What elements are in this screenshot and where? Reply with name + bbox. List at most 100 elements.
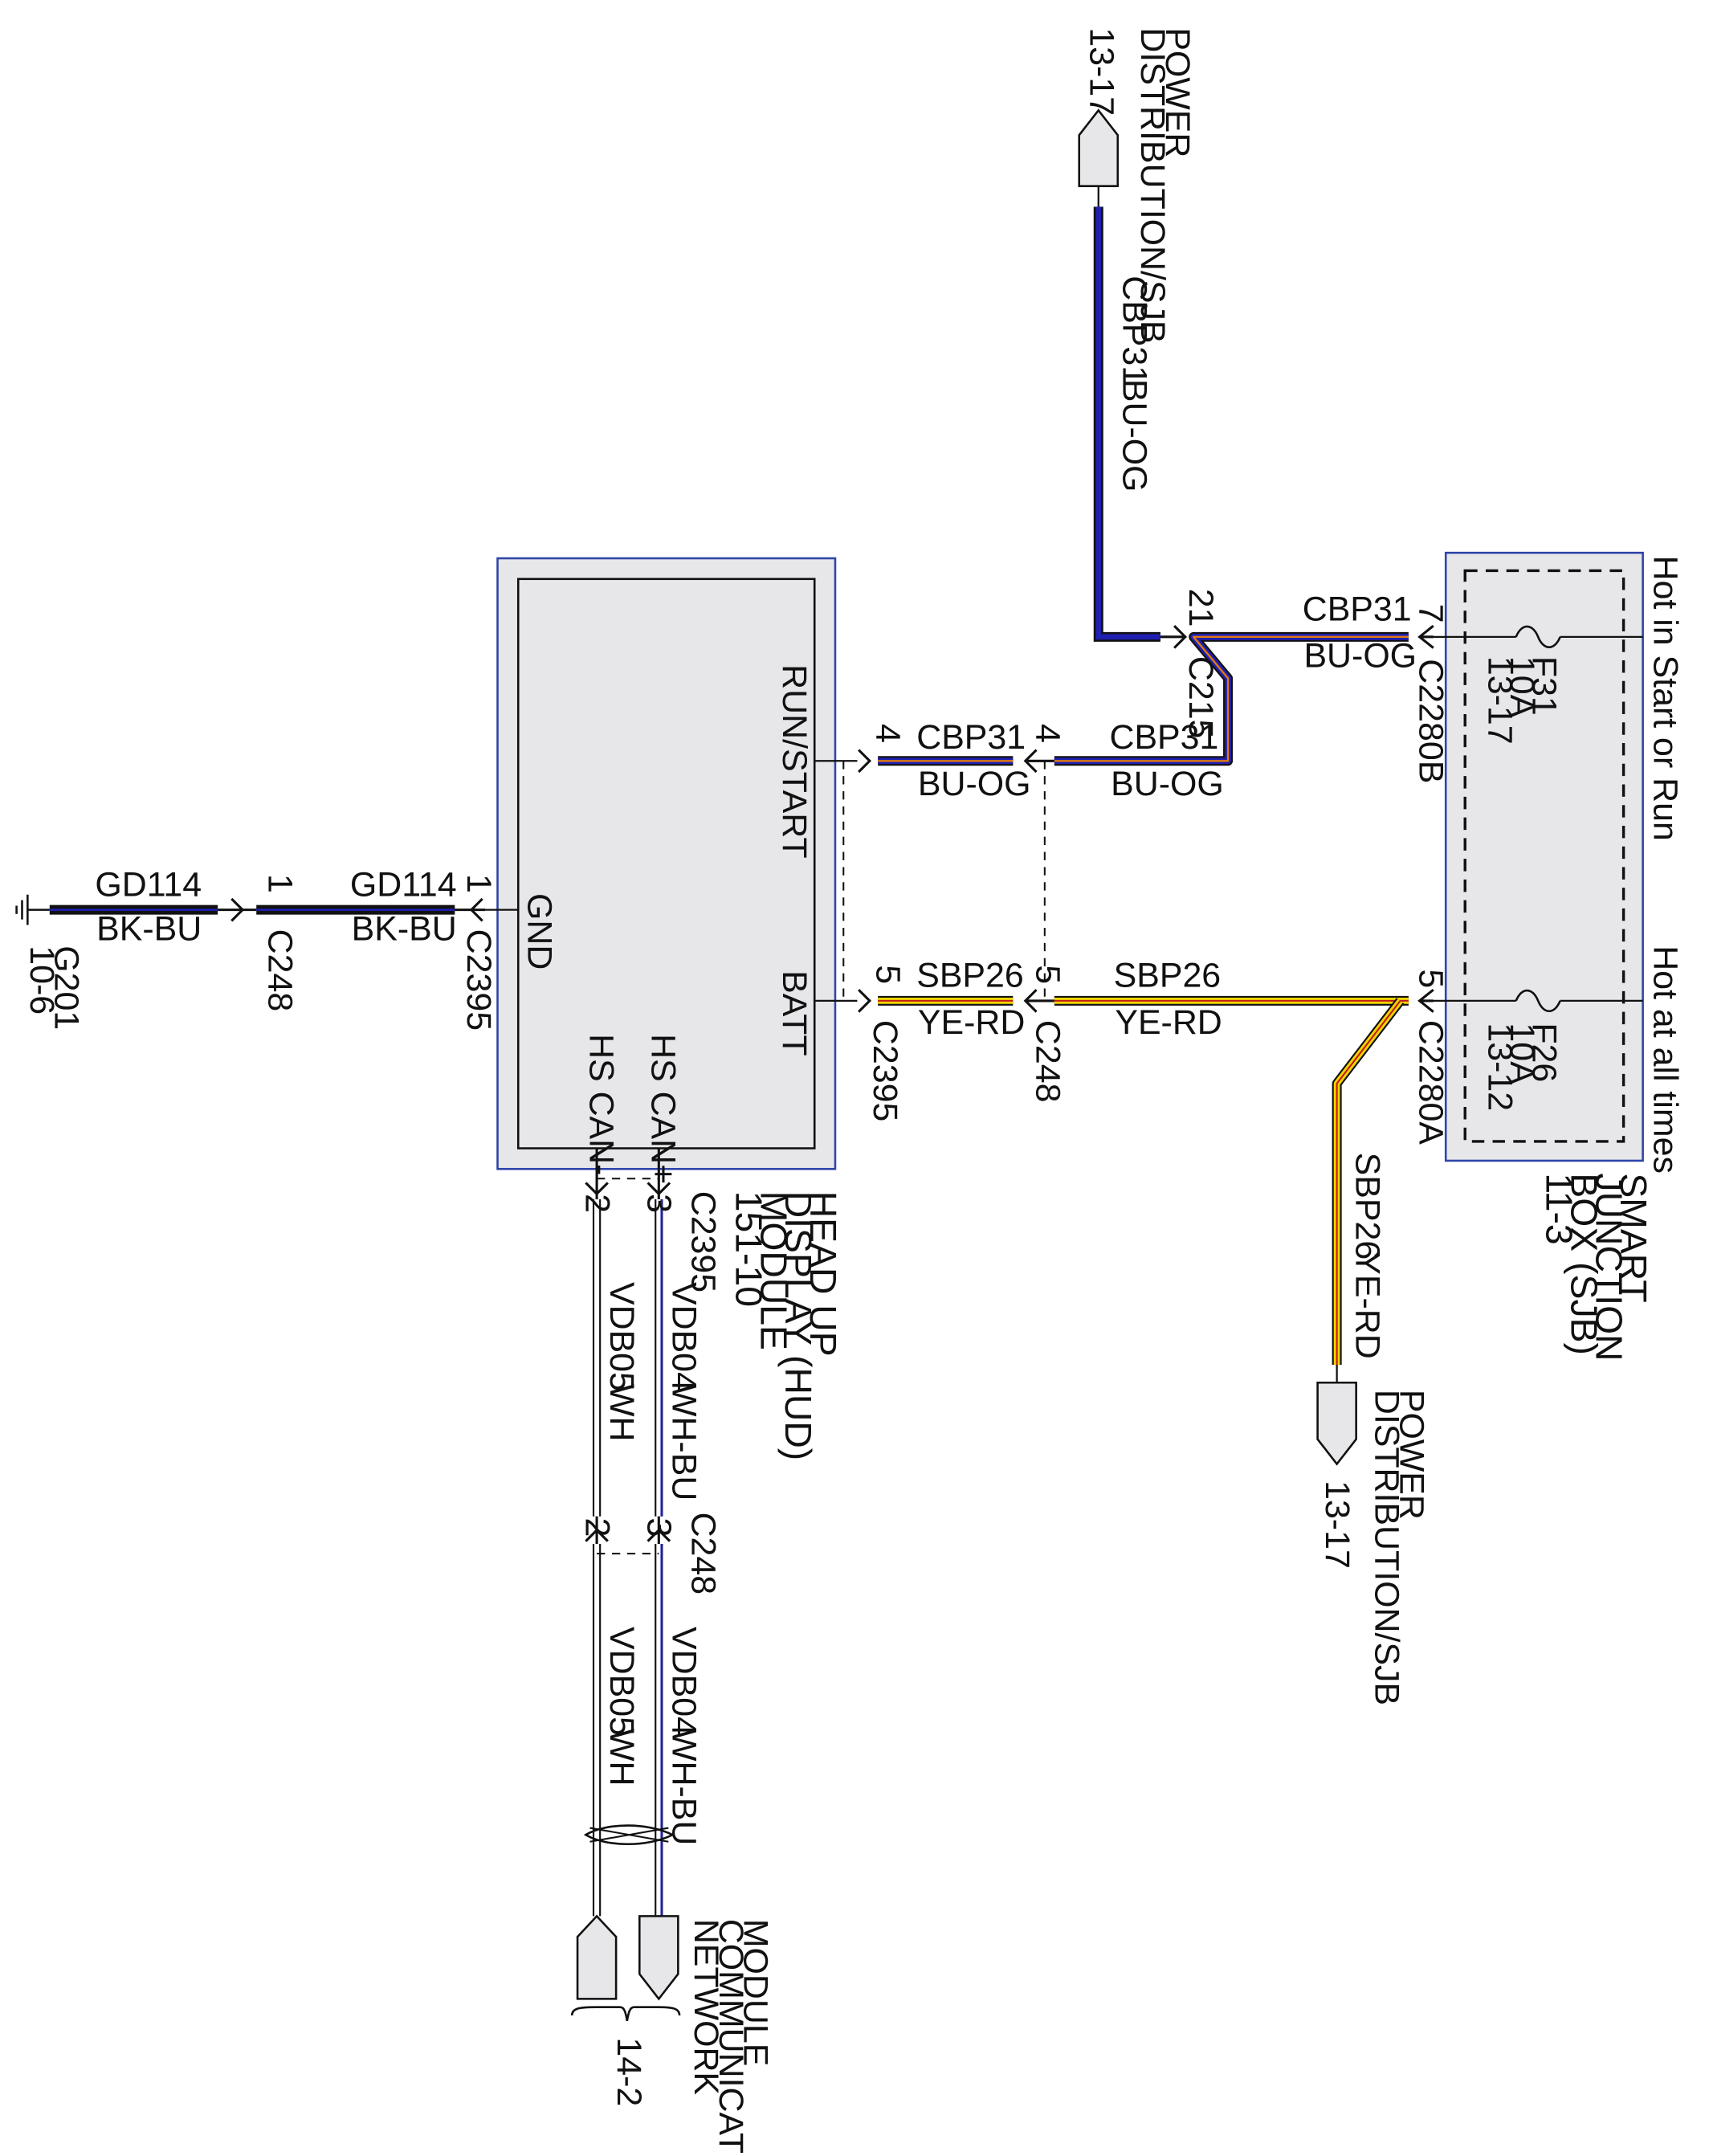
svg-text:NETWORK: NETWORK — [687, 1919, 725, 2096]
svg-text:CBP31: CBP31 — [916, 718, 1026, 757]
svg-text:C2280A: C2280A — [1412, 1020, 1450, 1145]
power-distribution-bottom-terminal[interactable]: POWER DISTRIBUTION/SJB 13-17 — [1316, 1381, 1431, 1705]
svg-text:YE-RD: YE-RD — [1115, 1003, 1222, 1042]
svg-text:BK-BU: BK-BU — [96, 909, 202, 948]
svg-text:C2395: C2395 — [866, 1020, 904, 1121]
svg-text:SBP26: SBP26 — [1114, 957, 1222, 995]
fuse-f31[interactable]: F31 10A 13-17 — [1422, 625, 1643, 745]
wire-vdb04[interactable] — [655, 1199, 663, 1917]
sjb-module-name: SMART JUNCTION BOX (SJB) 11-3 — [1538, 1173, 1654, 1361]
fuse-f31-ref: 13-17 — [1480, 656, 1519, 745]
svg-text:BU-OG: BU-OG — [1303, 637, 1417, 676]
svg-text:BU-OG: BU-OG — [918, 765, 1031, 803]
pin-numbers: 7 5 21 4 5 4 5 1 1 3 2 3 2 — [261, 589, 1450, 1537]
svg-text:VDB05: VDB05 — [602, 1282, 641, 1391]
svg-text:C248: C248 — [261, 929, 300, 1012]
svg-text:DISPLAY (HUD): DISPLAY (HUD) — [777, 1191, 819, 1461]
svg-text:G201: G201 — [47, 945, 86, 1030]
svg-text:YE-RD: YE-RD — [1348, 1252, 1387, 1358]
svg-text:VDB04: VDB04 — [664, 1282, 703, 1391]
twisted-pair-symbol — [583, 1824, 675, 1845]
pin-label-hs-can-minus: HS CAN- — [582, 1034, 621, 1175]
svg-text:CBP31: CBP31 — [1116, 276, 1154, 385]
svg-text:BOX (SJB): BOX (SJB) — [1563, 1173, 1605, 1355]
svg-text:1: 1 — [459, 874, 498, 893]
power-dist-top-ref: 13-17 — [1082, 27, 1120, 116]
svg-text:11-3: 11-3 — [1538, 1173, 1580, 1244]
svg-text:VDB05: VDB05 — [602, 1627, 641, 1736]
svg-text:3: 3 — [640, 1194, 679, 1213]
svg-text:4: 4 — [868, 724, 907, 743]
svg-text:4: 4 — [1029, 724, 1067, 743]
mcn-label: MODULE COMMUNICATIONS NETWORK 14-2 — [610, 1919, 775, 2156]
svg-text:C248: C248 — [1029, 1020, 1067, 1103]
power-dist-bottom-l1: POWER — [1393, 1390, 1431, 1520]
svg-text:3: 3 — [640, 1517, 679, 1537]
mcn-ref: 14-2 — [610, 2037, 648, 2106]
svg-text:5: 5 — [1412, 969, 1450, 988]
fuse-f26-name: F26 — [1524, 1023, 1563, 1082]
svg-text:CBP31: CBP31 — [1109, 718, 1218, 757]
svg-text:WH-BU: WH-BU — [664, 1729, 703, 1845]
pin-label-run-start: RUN/START — [775, 664, 814, 858]
pin-label-gnd: GND — [520, 893, 558, 970]
power-dist-bottom-ref: 13-17 — [1318, 1480, 1356, 1569]
mcn-bracket — [570, 2006, 681, 2022]
smart-junction-box[interactable]: Hot in Start or Run Hot at all times SMA… — [1444, 551, 1684, 1362]
svg-text:21: 21 — [1181, 589, 1220, 627]
svg-text:1: 1 — [261, 874, 300, 893]
pin-label-hs-can-plus: HS CAN+ — [644, 1034, 683, 1184]
fuse-f31-name: F31 — [1524, 656, 1563, 716]
svg-text:VDB04: VDB04 — [664, 1627, 703, 1736]
svg-text:C2395: C2395 — [459, 929, 498, 1031]
ground-symbol — [15, 894, 50, 925]
wire-cbp31-top[interactable] — [1093, 206, 1160, 642]
wire-cbp31-sjb[interactable] — [1054, 631, 1409, 766]
svg-text:MODULE: MODULE — [753, 1191, 794, 1350]
svg-text:WH-BU: WH-BU — [664, 1384, 703, 1501]
svg-text:MODULE: MODULE — [736, 1919, 775, 2067]
hud-module-name: HEAD UP DISPLAY (HUD) MODULE 151-10 — [728, 1191, 844, 1461]
mcn-terminal-vdb05[interactable] — [576, 1914, 618, 2000]
wire-sbp26-branch[interactable] — [1332, 998, 1405, 1365]
svg-text:SBP26: SBP26 — [916, 957, 1024, 995]
fuse-f26[interactable]: F26 10A 13-12 — [1422, 989, 1643, 1111]
svg-text:5: 5 — [1029, 965, 1067, 984]
svg-text:GD114: GD114 — [95, 865, 202, 904]
power-dist-bottom-l2: DISTRIBUTION/SJB — [1368, 1390, 1406, 1705]
connector-symbols — [218, 624, 1434, 1545]
svg-text:WH: WH — [602, 1384, 641, 1441]
power-distribution-top-terminal[interactable]: POWER DISTRIBUTION/SJB 13-17 — [1078, 27, 1197, 344]
svg-text:BU-OG: BU-OG — [1116, 379, 1154, 492]
fuse-f26-rating: 10A — [1503, 1023, 1541, 1084]
svg-text:C215: C215 — [1181, 656, 1220, 739]
svg-text:BU-OG: BU-OG — [1111, 765, 1224, 803]
svg-text:2: 2 — [577, 1517, 616, 1537]
svg-text:10-6: 10-6 — [22, 945, 61, 1015]
svg-text:WH: WH — [602, 1729, 641, 1786]
power-dist-top-l2: DISTRIBUTION/SJB — [1133, 27, 1172, 343]
svg-text:BK-BU: BK-BU — [352, 909, 457, 948]
svg-text:CBP31: CBP31 — [1303, 590, 1412, 628]
svg-text:5: 5 — [868, 965, 907, 984]
hud-module[interactable]: RUN/START BATT GND HS CAN+ HS CAN- HEAD … — [496, 557, 845, 1461]
hot-all-times-note: Hot at all times — [1646, 945, 1684, 1174]
svg-text:YE-RD: YE-RD — [918, 1003, 1025, 1042]
fuse-f31-rating: 10A — [1503, 656, 1541, 718]
svg-text:HEAD UP: HEAD UP — [802, 1191, 844, 1357]
mcn-terminal-vdb04[interactable] — [638, 1915, 679, 2001]
svg-text:C2280B: C2280B — [1412, 659, 1450, 783]
fuse-f26-ref: 13-12 — [1480, 1023, 1519, 1111]
svg-text:JUNCTION: JUNCTION — [1588, 1173, 1629, 1361]
svg-text:2: 2 — [577, 1194, 616, 1213]
svg-text:151-10: 151-10 — [728, 1191, 769, 1307]
ground-label: G201 10-6 — [22, 945, 86, 1030]
connector-labels: C2280B C2280A C215 C248 C2395 C2395 C248… — [261, 656, 1450, 1595]
svg-text:SMART: SMART — [1613, 1173, 1654, 1302]
svg-text:COMMUNICATIONS: COMMUNICATIONS — [712, 1919, 750, 2156]
svg-text:SBP26: SBP26 — [1348, 1153, 1387, 1260]
svg-text:GD114: GD114 — [350, 865, 457, 904]
power-dist-top-l1: POWER — [1158, 27, 1197, 157]
hot-start-run-note: Hot in Start or Run — [1646, 556, 1684, 841]
